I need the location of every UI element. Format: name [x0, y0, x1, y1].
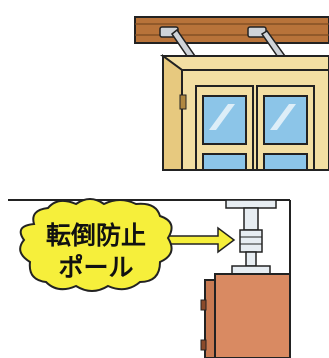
cabinet-bottom	[200, 273, 291, 358]
cabinet-top	[159, 54, 329, 171]
anti-tip-pole	[225, 199, 277, 275]
bottom-panel: 転倒防止 ポール	[8, 198, 291, 358]
glass-pane	[263, 95, 308, 145]
callout-line1: 転倒防止	[46, 221, 146, 250]
top-panel	[134, 16, 329, 171]
callout-bubble: 転倒防止 ポール	[19, 198, 173, 292]
glass-pane	[202, 95, 247, 145]
callout-line2: ポール	[58, 253, 133, 282]
